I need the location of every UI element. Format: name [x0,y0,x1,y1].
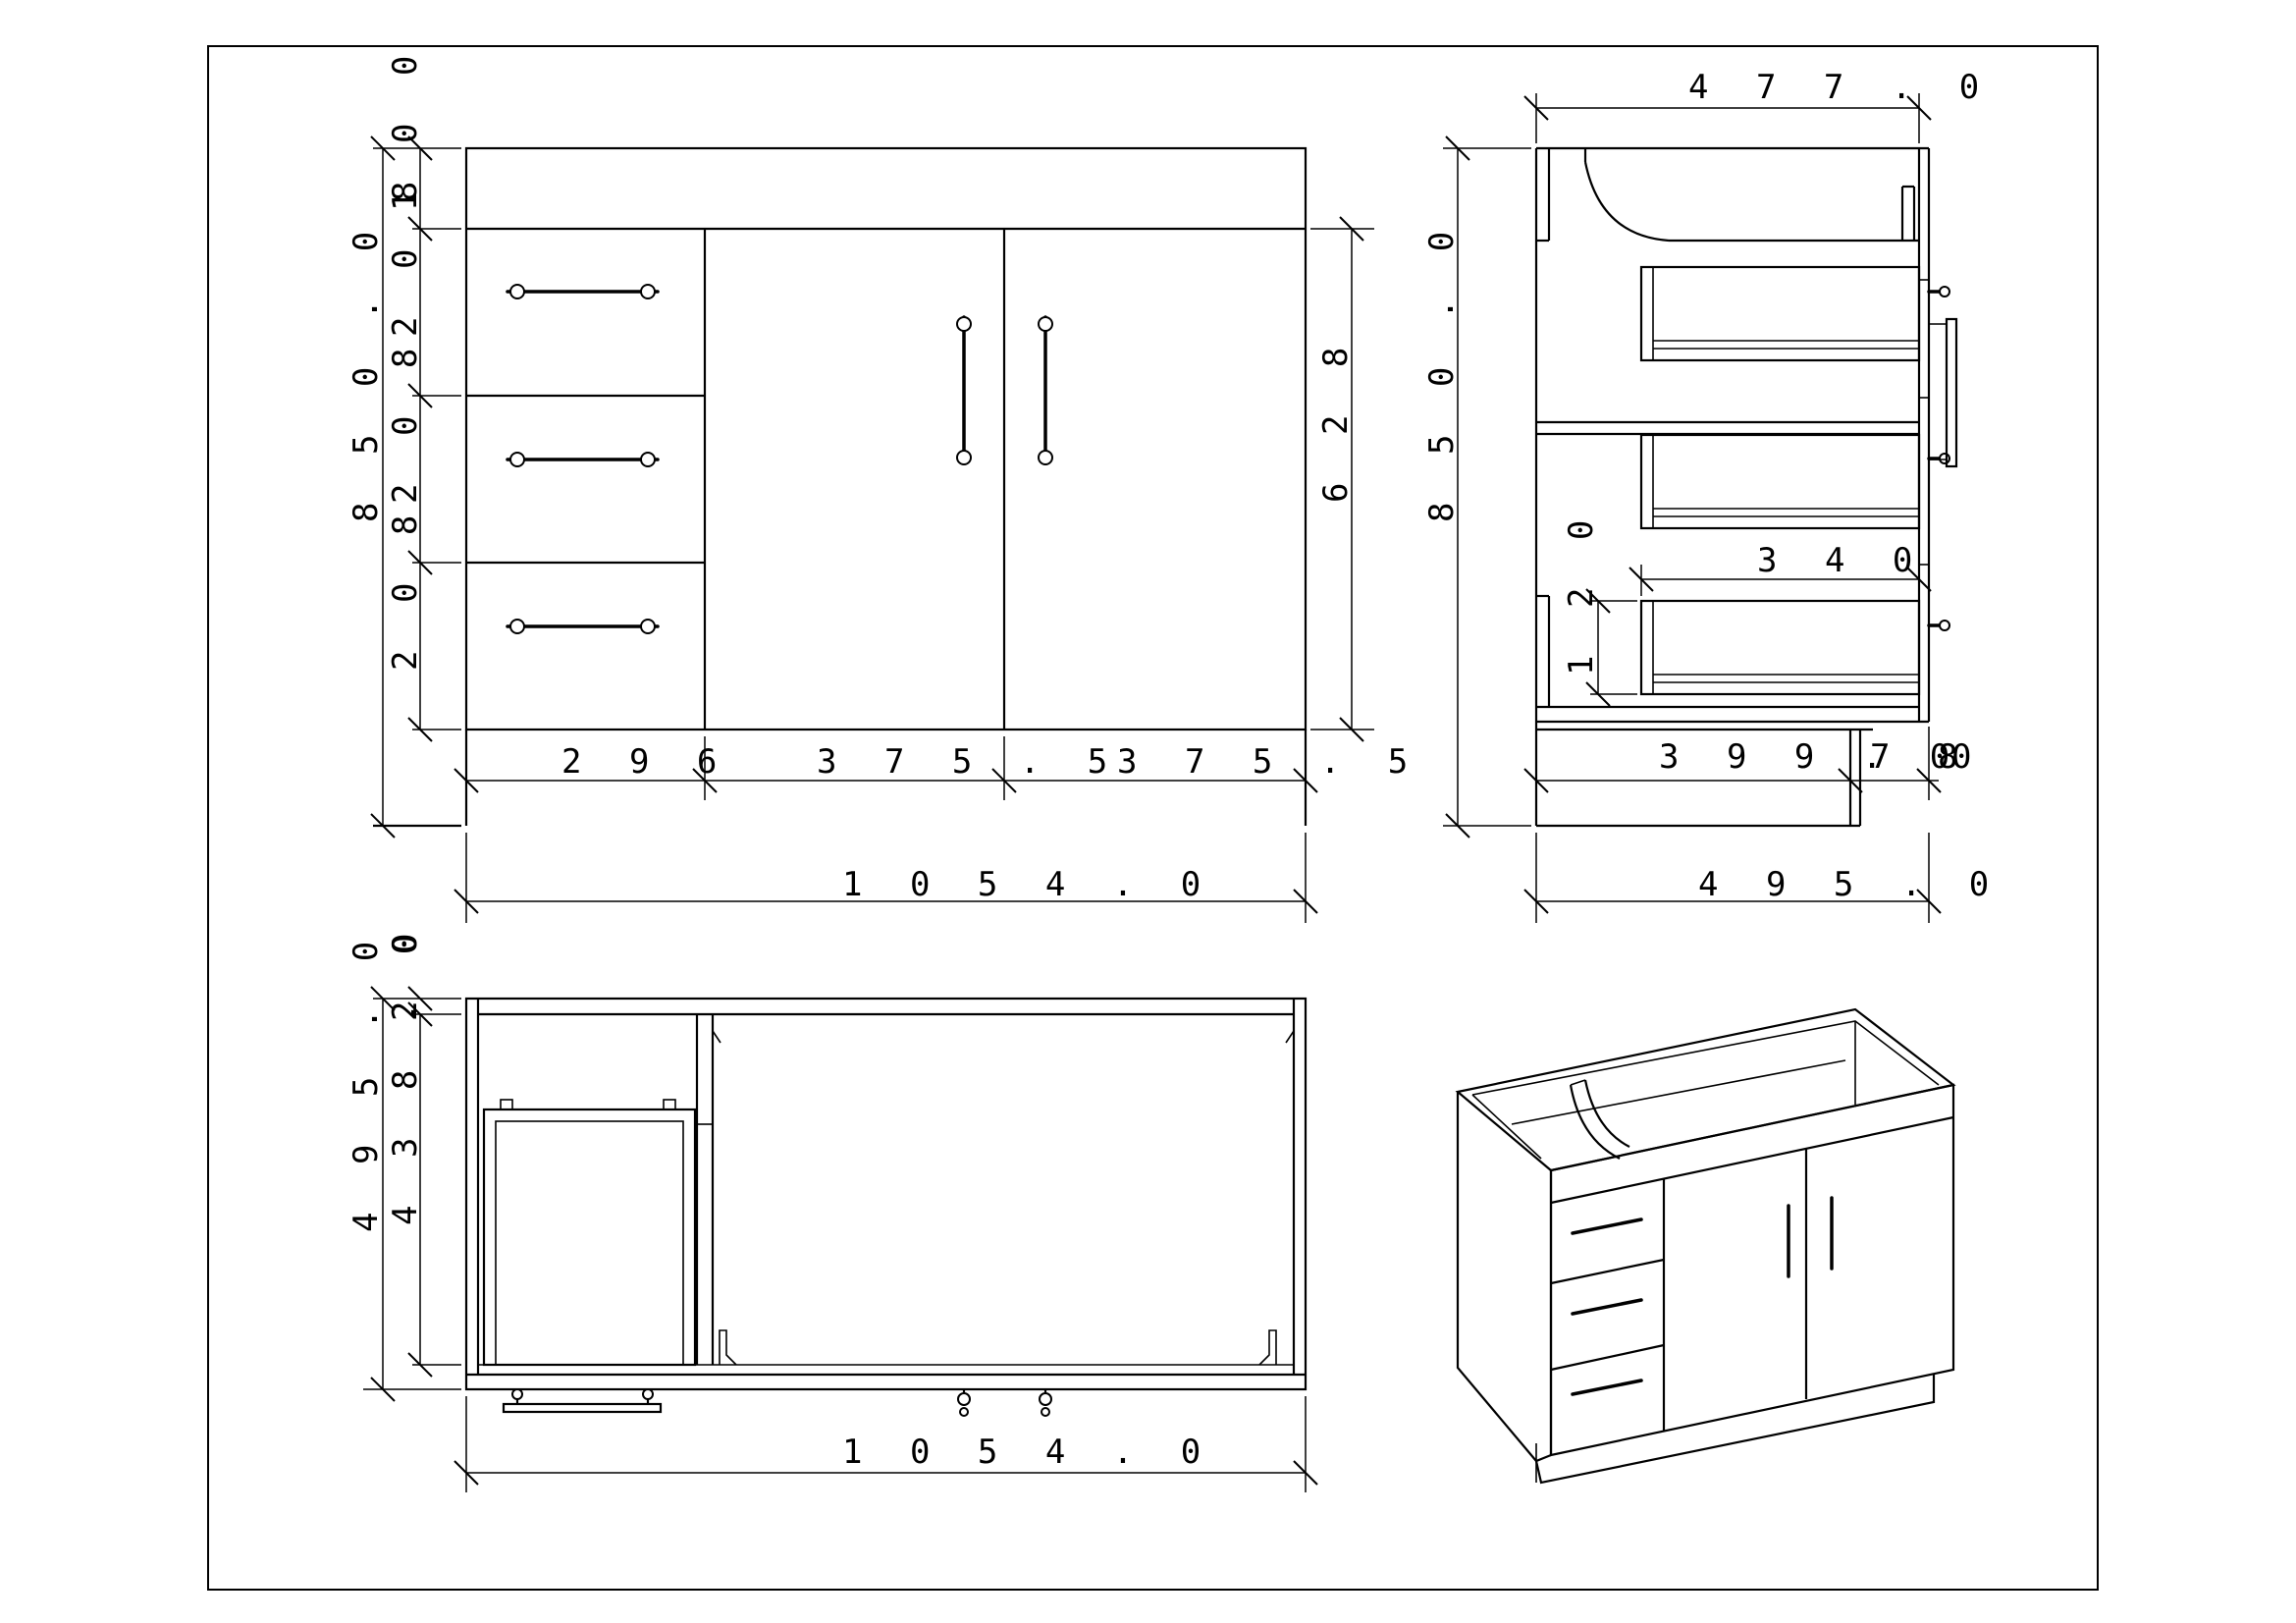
dim-front-door-right-width: 3 7 5 . 5 [1117,742,1421,782]
dim-side-top-depth: 4 7 7 . 0 [1688,68,1993,107]
drawer-handle-icon [506,619,660,634]
plan-door-handle-icon [957,1389,971,1417]
dim-side-drawer-depth: 3 4 0 [1757,541,1926,580]
dim-front-door-height: 6 2 8 [1316,334,1356,503]
door-handle-icon [956,315,972,465]
drawing-border [207,45,2099,1591]
drawer-handle-icon [506,452,660,467]
isometric-view [1455,1007,1956,1485]
dim-front-drawer-2: 2 0 8 [386,335,425,504]
dim-plan-back-gap: 2 0 [386,920,425,1021]
dim-plan-overall-depth: 4 9 5 . 0 [347,928,386,1232]
plan-door-handle-icon [1039,1389,1052,1417]
dim-front-door-left-width: 3 7 5 . 5 [817,742,1121,782]
dim-front-drawer-3: 2 0 8 [386,502,425,671]
plan-drawer-handle-icon [502,1388,663,1414]
side-door-handle-icon [1929,317,1958,468]
iso-drawer-handle-icon [1571,1379,1643,1396]
dim-side-overall-height: 8 5 0 . 0 [1422,218,1462,522]
iso-drawer-handle-icon [1571,1298,1643,1316]
dim-side-plinth-gap: 0 [1951,737,1985,777]
dim-front-drawer-1: 2 0 8 [386,168,425,337]
side-view [1443,93,1958,923]
dim-side-base-depth: 3 9 9 . 0 [1659,737,1963,777]
dim-side-drawer-height: 1 2 0 [1562,507,1601,676]
iso-drawer-handle-icon [1571,1217,1643,1235]
side-handle-icon [1927,286,1950,298]
dim-plan-inner-depth: 4 3 8 . 0 [386,921,425,1225]
dim-front-overall-width: 1 0 5 4 . 0 [842,865,1214,904]
door-handle-icon [1038,315,1053,465]
dim-front-drawer-width: 2 9 6 [561,742,730,782]
dim-front-overall-height: 8 5 0 . 0 [347,218,386,522]
dim-plan-overall-width: 1 0 5 4 . 0 [842,1433,1214,1472]
dim-side-plinth-recess: 7 8 [1870,737,1971,777]
side-handle-icon [1927,620,1950,631]
dim-front-top-rail: 1 0 0 [386,42,425,211]
front-view [370,135,1374,923]
plan-view [363,986,1318,1492]
drawer-handle-icon [506,284,660,299]
dim-side-overall-depth: 4 9 5 . 0 [1698,865,2002,904]
